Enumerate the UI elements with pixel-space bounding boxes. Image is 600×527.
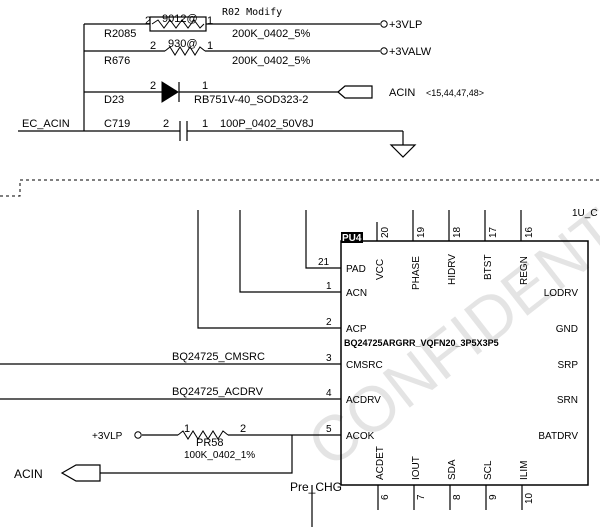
pr58-ref: PR58 — [196, 437, 224, 449]
r676-ref: R676 — [104, 55, 130, 67]
pin-name-scl: SCL — [483, 460, 494, 480]
r2085-part: 200K_0402_5% — [232, 28, 311, 40]
pin-name-pad: PAD — [346, 264, 366, 275]
r2085-ref: R2085 — [104, 28, 136, 40]
pin-num-4: 4 — [326, 388, 332, 399]
r676-group: 2 930@ 1 +3VALW R676 200K_0402_5% — [84, 38, 432, 67]
pin-num-3: 3 — [326, 353, 332, 364]
pin-name-acdet: ACDET — [375, 446, 386, 480]
acin-net-bottom: ACIN — [14, 467, 43, 481]
pin-name-cmsrc: CMSRC — [346, 360, 383, 371]
corner-label: 1U_C — [572, 208, 598, 219]
r676-zigzag — [164, 46, 206, 56]
d23-group: 2 1 D23 RB751V-40_SOD323-2 ACIN <15,44,4… — [84, 80, 484, 106]
r676-pin2: 2 — [150, 40, 156, 52]
d23-pin1: 1 — [202, 80, 208, 92]
r2085-note: R02 Modify — [222, 7, 282, 18]
pu4-part: BQ24725ARGRR_VQFN20_3P5X3P5 — [344, 338, 499, 348]
acin-offpage-connector-bottom — [60, 464, 101, 482]
acin-page-refs: <15,44,47,48> — [426, 88, 484, 98]
pin-name-hidrv: HIDRV — [447, 254, 458, 285]
c719-ref: C719 — [104, 118, 130, 130]
r2085-value: 9012@ — [162, 13, 198, 25]
watermark-text: CONFIDENTIAL — [294, 135, 600, 481]
pin-num-6: 6 — [380, 494, 391, 500]
acn-wire — [239, 210, 341, 293]
pu4-ref: PU4 — [342, 233, 362, 244]
pre-chg-label: Pre_CHG — [290, 480, 342, 494]
c719-pin1: 1 — [202, 118, 208, 130]
cmsrc-net-label: BQ24725_CMSRC — [172, 351, 265, 363]
pin-name-ilim: ILIM — [519, 461, 530, 480]
d23-ref: D23 — [104, 94, 124, 106]
pin-num-20: 20 — [380, 226, 391, 238]
pin-name-gnd: GND — [556, 324, 578, 335]
vlp-net-bottom: +3VLP — [92, 431, 123, 442]
pin-name-vcc: VCC — [375, 259, 386, 280]
r676-part: 200K_0402_5% — [232, 55, 311, 67]
c719-part: 100P_0402_50V8J — [220, 118, 314, 130]
pin-num-19: 19 — [416, 226, 427, 238]
diode-triangle — [161, 81, 179, 103]
pin-num-2: 2 — [326, 317, 332, 328]
pin-name-sda: SDA — [447, 459, 458, 480]
r2085-zigzag — [151, 19, 205, 29]
pin-name-acdrv: ACDRV — [346, 395, 381, 406]
pu4-ref-tag — [341, 232, 363, 243]
r2085-group: 2 9012@ 1 R02 Modify +3VLP R2085 200K_04… — [84, 7, 422, 40]
pr58-part: 100K_0402_1% — [184, 450, 255, 461]
pin-name-iout: IOUT — [411, 456, 422, 480]
r676-value: 930@ — [168, 38, 198, 50]
section-separator — [0, 179, 600, 197]
pin-num-5: 5 — [326, 424, 332, 435]
watermark: CONFIDENTIAL — [294, 135, 600, 481]
valw-net-label: +3VALW — [389, 46, 432, 58]
valw-terminal — [380, 47, 388, 55]
vlp-net-label: +3VLP — [389, 19, 422, 31]
pin-name-lodrv: LODRV — [544, 288, 579, 299]
pr58-zigzag — [177, 430, 229, 440]
pin-name-phase: PHASE — [411, 256, 422, 290]
pin-name-btst: BTST — [483, 254, 494, 280]
pin-name-acp: ACP — [346, 324, 367, 335]
vlp-terminal — [380, 20, 388, 28]
ec-acin-net: EC_ACIN — [22, 118, 70, 130]
pin-num-10: 10 — [524, 492, 535, 504]
pin-name-srp: SRP — [557, 360, 578, 371]
acin-feedback-wire — [100, 435, 293, 474]
ground-icon — [389, 144, 417, 158]
acdrv-net-label: BQ24725_ACDRV — [172, 386, 264, 398]
acin-offpage-connector — [337, 85, 373, 99]
pin-num-16: 16 — [524, 226, 535, 238]
acp-wire — [197, 210, 341, 329]
pr58-pin1: 1 — [184, 423, 190, 435]
acin-net-label: ACIN — [389, 87, 415, 99]
pin-name-batdrv: BATDRV — [538, 431, 578, 442]
pin-num-18: 18 — [452, 226, 463, 238]
pu4-chip-body — [340, 240, 589, 486]
r2085-pin2: 2 — [145, 15, 151, 27]
pin-num-8: 8 — [452, 494, 463, 500]
vlp-terminal-bottom — [134, 431, 142, 439]
pr58-pin2: 2 — [240, 423, 246, 435]
pin-num-7: 7 — [416, 494, 427, 500]
r2085-pin1: 1 — [207, 15, 213, 27]
pin-name-srn: SRN — [557, 395, 578, 406]
r676-pin1: 1 — [207, 40, 213, 52]
pin-num-21: 21 — [318, 257, 330, 268]
c719-pin2: 2 — [163, 118, 169, 130]
d23-part: RB751V-40_SOD323-2 — [194, 94, 308, 106]
pin-num-9: 9 — [488, 494, 499, 500]
pin-name-regn: REGN — [519, 256, 530, 285]
pin-num-1: 1 — [326, 281, 332, 292]
pin-name-acok: ACOK — [346, 431, 375, 442]
pin-num-17: 17 — [488, 226, 499, 238]
pin-name-acn: ACN — [346, 288, 367, 299]
pad-wire — [305, 210, 341, 269]
d23-pin2: 2 — [150, 80, 156, 92]
c719-group: EC_ACIN C719 2 1 100P_0402_50V8J — [18, 118, 417, 158]
